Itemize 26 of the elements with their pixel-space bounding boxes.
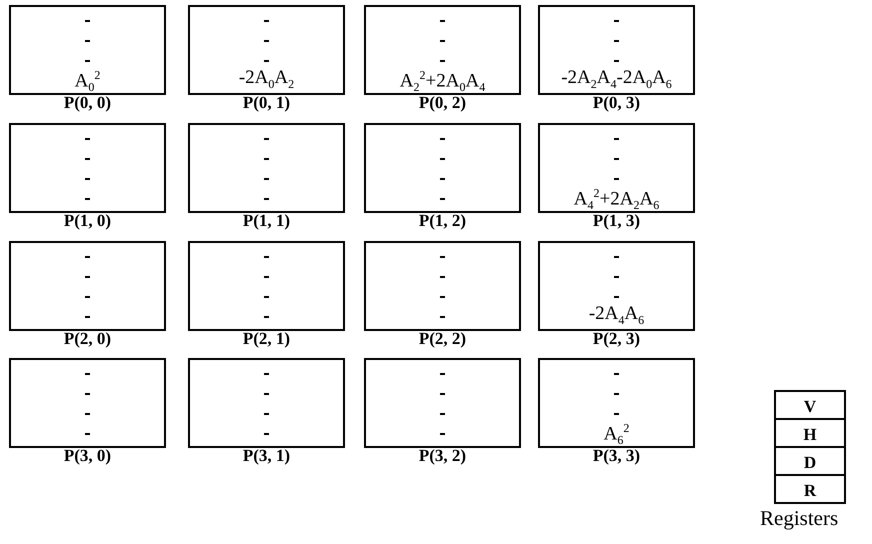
register-cell: V xyxy=(776,392,844,420)
register-value: -2A$_{0}$A$_{2}$ xyxy=(238,68,294,93)
processor-label: P(3, 3) xyxy=(592,446,642,466)
register-value: -2A$_{4}$A$_{6}$ xyxy=(588,304,644,329)
register-cell: R xyxy=(776,476,844,504)
processor-label: P(2, 1) xyxy=(242,329,292,349)
processor-label: P(3, 0) xyxy=(62,446,112,466)
processor-label: P(1, 0) xyxy=(62,211,112,231)
processor-label: P(1, 1) xyxy=(242,211,292,231)
processor-label: P(1, 3) xyxy=(592,211,642,231)
register-cell: H xyxy=(776,420,844,448)
processor-label: P(2, 2) xyxy=(418,329,468,349)
register-value: A$_{2}$$^{2}$+2A$_{0}$A$_{4}$ xyxy=(400,66,486,96)
processor-label: P(1, 2) xyxy=(418,211,468,231)
processor-label: P(0, 3) xyxy=(592,93,642,113)
processor-label: P(2, 3) xyxy=(592,329,642,349)
processor-label: P(3, 2) xyxy=(418,446,468,466)
processor-label: P(0, 0) xyxy=(62,93,112,113)
register-cell: D xyxy=(776,448,844,476)
register-value: A$_{4}$$^{2}$+2A$_{2}$A$_{6}$ xyxy=(574,184,660,214)
register-value: -2A$_{2}$A$_{4}$-2A$_{0}$A$_{6}$ xyxy=(561,68,672,93)
register-caption: Registers xyxy=(760,506,838,531)
processor-label: P(2, 0) xyxy=(62,329,112,349)
processor-label: P(0, 2) xyxy=(418,93,468,113)
processor-label: P(0, 1) xyxy=(242,93,292,113)
processor-label: P(3, 1) xyxy=(242,446,292,466)
